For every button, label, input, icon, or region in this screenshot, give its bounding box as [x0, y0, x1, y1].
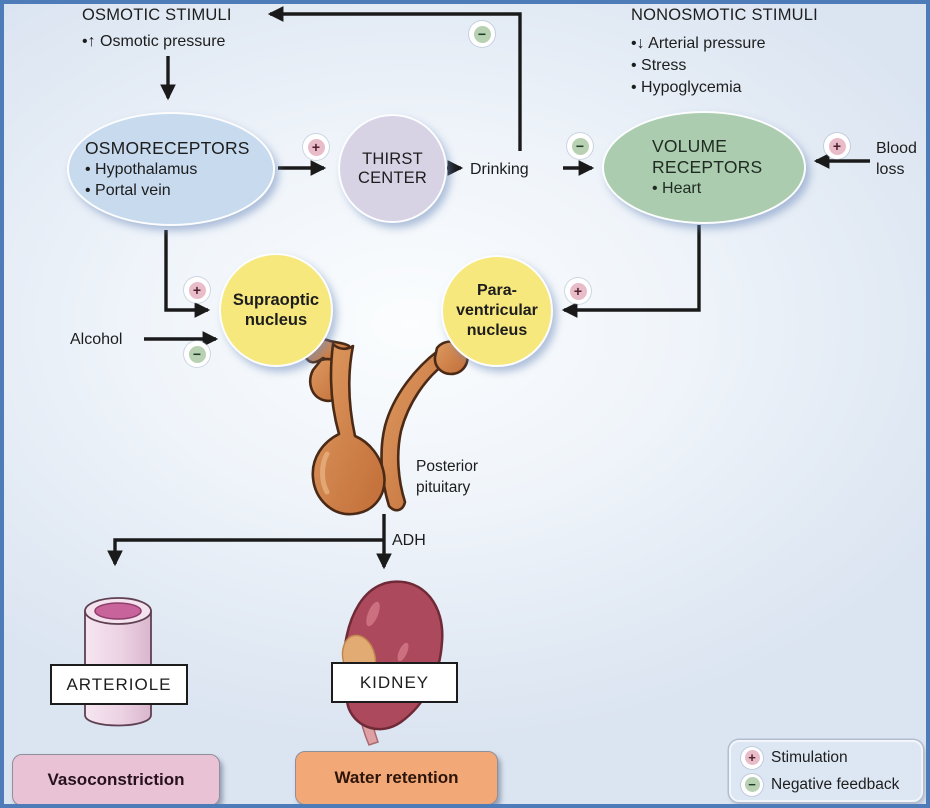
negative-feedback-icon: − — [741, 773, 763, 796]
legend-negative-feedback-row: − Negative feedback — [741, 773, 911, 796]
osmotic-stimuli-block: OSMOTIC STIMULI •↑ Osmotic pressure — [82, 6, 232, 53]
negative-feedback-icon: − — [567, 133, 593, 159]
stimulation-icon: + — [184, 277, 210, 303]
thirst-center-node: THIRST CENTER — [338, 114, 447, 223]
negative-feedback-icon: − — [469, 21, 495, 47]
blood-loss-line: Blood — [876, 140, 917, 157]
paraventricular-nucleus-node: Para- ventricular nucleus — [441, 255, 553, 367]
minus-icon: − — [571, 137, 589, 155]
arrow-adh-to-arteriole — [107, 538, 384, 567]
volume-receptors-title-line: VOLUME — [652, 136, 728, 156]
supraoptic-line: Supraoptic — [232, 291, 320, 309]
plus-icon: + — [828, 137, 846, 155]
minus-icon: − — [744, 777, 760, 792]
alcohol-label: Alcohol — [70, 331, 123, 348]
stimulation-icon: + — [741, 746, 763, 769]
plus-icon: + — [307, 138, 325, 156]
nonosmotic-stimuli-bullet: • Stress — [631, 57, 687, 74]
nonosmotic-stimuli-bullet: • Hypoglycemia — [631, 79, 742, 96]
thirst-center-line: CENTER — [357, 168, 428, 187]
paraventricular-line: nucleus — [466, 322, 528, 339]
osmoreceptors-title: OSMORECEPTORS — [85, 137, 250, 158]
legend-stimulation-label: Stimulation — [771, 748, 848, 766]
negative-feedback-icon: − — [184, 341, 210, 367]
osmotic-stimuli-heading: OSMOTIC STIMULI — [82, 6, 232, 24]
volume-receptors-node: VOLUME RECEPTORS • Heart — [602, 111, 806, 224]
minus-icon: − — [188, 345, 206, 363]
legend-negative-feedback-label: Negative feedback — [771, 775, 900, 793]
arteriole-label-box: ARTERIOLE — [50, 664, 188, 705]
supraoptic-line: nucleus — [244, 311, 308, 329]
minus-icon: − — [473, 25, 491, 43]
supraoptic-nucleus-node: Supraoptic nucleus — [219, 253, 333, 367]
kidney-label-box: KIDNEY — [331, 662, 458, 703]
posterior-pituitary-label: Posterior pituitary — [416, 456, 478, 498]
stimulation-icon: + — [565, 278, 591, 304]
paraventricular-line: ventricular — [456, 302, 538, 319]
plus-icon: + — [744, 750, 760, 765]
nonosmotic-stimuli-bullet: •↓ Arterial pressure — [631, 35, 766, 52]
blood-loss-line: loss — [876, 161, 905, 178]
paraventricular-line: Para- — [476, 282, 518, 299]
legend: + Stimulation − Negative feedback — [729, 740, 923, 802]
plus-icon: + — [569, 282, 587, 300]
thirst-center-line: THIRST — [362, 149, 423, 168]
posterior-pituitary-illustration — [303, 337, 469, 516]
volume-receptors-bullet: • Heart — [652, 180, 702, 197]
plus-icon: + — [188, 281, 206, 299]
osmoreceptors-node: OSMORECEPTORS • Hypothalamus • Portal ve… — [67, 112, 275, 226]
osmoreceptors-bullet: • Hypothalamus — [85, 160, 198, 178]
vasoconstriction-box: Vasoconstriction — [12, 754, 220, 804]
nonosmotic-stimuli-block: NONOSMOTIC STIMULI •↓ Arterial pressure … — [631, 6, 818, 99]
blood-loss-label: Blood loss — [876, 138, 917, 180]
nonosmotic-stimuli-heading: NONOSMOTIC STIMULI — [631, 6, 818, 24]
drinking-label: Drinking — [470, 161, 529, 178]
stimulation-icon: + — [303, 134, 329, 160]
osmoreceptors-bullet: • Portal vein — [85, 181, 171, 199]
volume-receptors-title-line: RECEPTORS — [652, 157, 763, 177]
osmotic-stimuli-bullet: •↑ Osmotic pressure — [82, 33, 226, 50]
posterior-pituitary-line: pituitary — [416, 479, 471, 496]
stimulation-icon: + — [824, 133, 850, 159]
legend-stimulation-row: + Stimulation — [741, 746, 911, 769]
adh-label: ADH — [392, 532, 426, 549]
water-retention-box: Water retention — [295, 751, 498, 804]
posterior-pituitary-line: Posterior — [416, 458, 479, 475]
